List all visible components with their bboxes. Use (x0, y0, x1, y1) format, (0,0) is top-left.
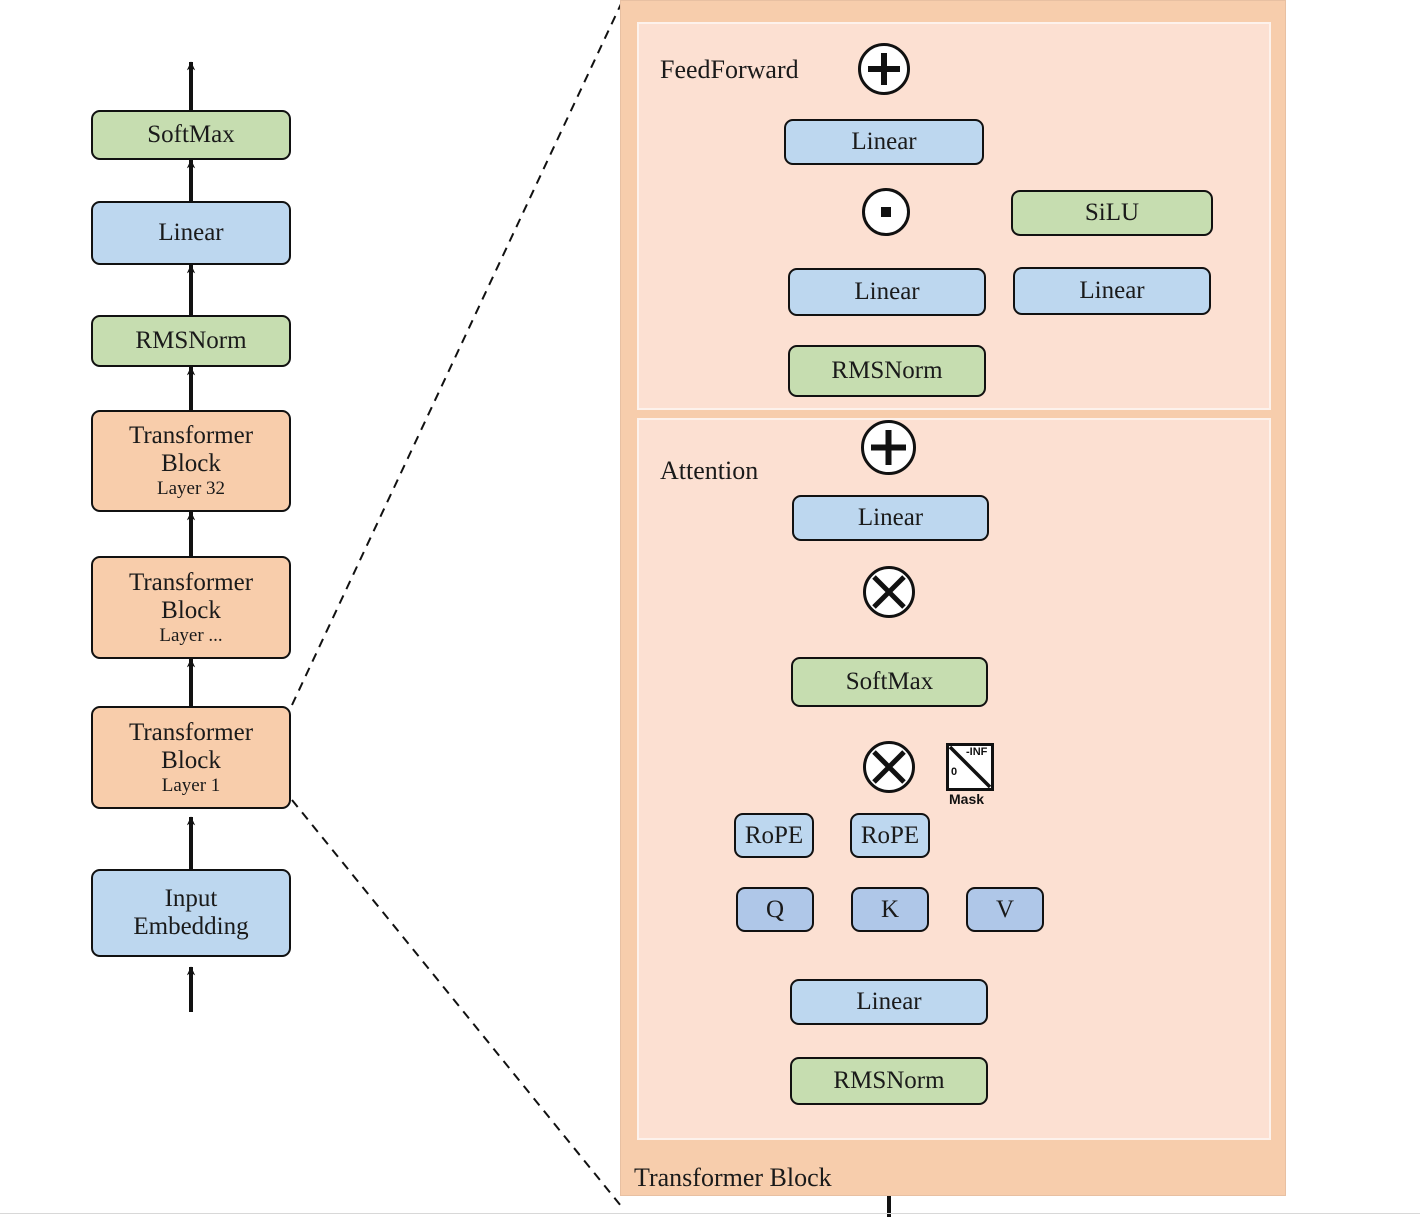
attention-mask-neg-inf-label: -INF (966, 746, 988, 758)
attention-linear-out[interactable]: Linear (792, 495, 989, 541)
feedforward-linear-out[interactable]: Linear (784, 119, 984, 165)
feedforward-linear-up-label: Linear (1079, 277, 1145, 304)
attention-rmsnorm-label: RMSNorm (833, 1067, 945, 1094)
overview-transformer-block-mid[interactable]: Transformer Block Layer ... (91, 556, 291, 659)
attention-mask-zero-label: 0 (951, 766, 958, 778)
block-layer-label: Layer 32 (156, 478, 226, 500)
attention-softmax-label: SoftMax (845, 668, 934, 695)
overview-softmax-box[interactable]: SoftMax (91, 110, 291, 160)
page-bottom-border (0, 1213, 1420, 1214)
overview-softmax-label: SoftMax (147, 121, 235, 148)
feedforward-linear-up[interactable]: Linear (1013, 267, 1211, 315)
feedforward-rmsnorm-label: RMSNorm (831, 357, 943, 384)
attention-rope-query[interactable]: RoPE (734, 813, 814, 858)
feedforward-elementwise-multiply-operator[interactable] (862, 188, 910, 236)
attention-title: Attention (660, 456, 759, 485)
attention-query-label: Q (765, 895, 785, 923)
attention-matmul-qk-operator[interactable] (863, 741, 915, 793)
block-title-line2: Block (161, 746, 221, 774)
attention-key-label: K (880, 895, 900, 923)
attention-query-box[interactable]: Q (736, 887, 814, 932)
attention-rope-key[interactable]: RoPE (850, 813, 930, 858)
block-title-line1: Transformer (128, 718, 254, 746)
overview-transformer-block-1[interactable]: Transformer Block Layer 1 (91, 706, 291, 809)
attention-linear-qkv[interactable]: Linear (790, 979, 988, 1025)
attention-key-box[interactable]: K (851, 887, 929, 932)
feedforward-linear-out-label: Linear (851, 128, 917, 155)
feedforward-title: FeedForward (660, 55, 799, 84)
block-layer-label: Layer 1 (161, 774, 221, 796)
feedforward-linear-gate-label: Linear (854, 278, 920, 305)
attention-mask-label: Mask (949, 791, 985, 807)
feedforward-silu-label: SiLU (1084, 199, 1140, 226)
input-embedding-line2: Embedding (133, 913, 249, 940)
feedforward-rmsnorm[interactable]: RMSNorm (788, 345, 986, 397)
block-title-line1: Transformer (128, 568, 254, 596)
detail-transformer-block-title: Transformer Block (634, 1163, 832, 1192)
attention-linear-qkv-label: Linear (856, 988, 922, 1015)
attention-softmax[interactable]: SoftMax (791, 657, 988, 707)
overview-linear-box[interactable]: Linear (91, 201, 291, 265)
attention-add-operator[interactable] (861, 420, 916, 475)
attention-linear-out-label: Linear (857, 504, 924, 531)
attention-rope-query-label: RoPE (744, 821, 804, 849)
block-title-line1: Transformer (128, 422, 254, 450)
block-title-line2: Block (161, 596, 221, 624)
overview-transformer-block-32[interactable]: Transformer Block Layer 32 (91, 410, 291, 512)
attention-matmul-value-operator[interactable] (863, 566, 915, 618)
block-title-line2: Block (161, 450, 221, 478)
attention-value-box[interactable]: V (966, 887, 1044, 932)
overview-rmsnorm-label: RMSNorm (135, 327, 247, 354)
overview-rmsnorm-box[interactable]: RMSNorm (91, 315, 291, 367)
attention-rmsnorm[interactable]: RMSNorm (790, 1057, 988, 1105)
feedforward-linear-gate[interactable]: Linear (788, 268, 986, 316)
feedforward-silu[interactable]: SiLU (1011, 190, 1213, 236)
block-layer-label: Layer ... (159, 624, 223, 646)
overview-linear-label: Linear (158, 219, 224, 246)
overview-input-embedding-box[interactable]: Input Embedding (91, 869, 291, 957)
attention-rope-key-label: RoPE (860, 821, 920, 849)
feedforward-add-operator[interactable] (858, 43, 910, 95)
attention-value-label: V (995, 895, 1015, 923)
input-embedding-line1: Input (164, 885, 218, 912)
